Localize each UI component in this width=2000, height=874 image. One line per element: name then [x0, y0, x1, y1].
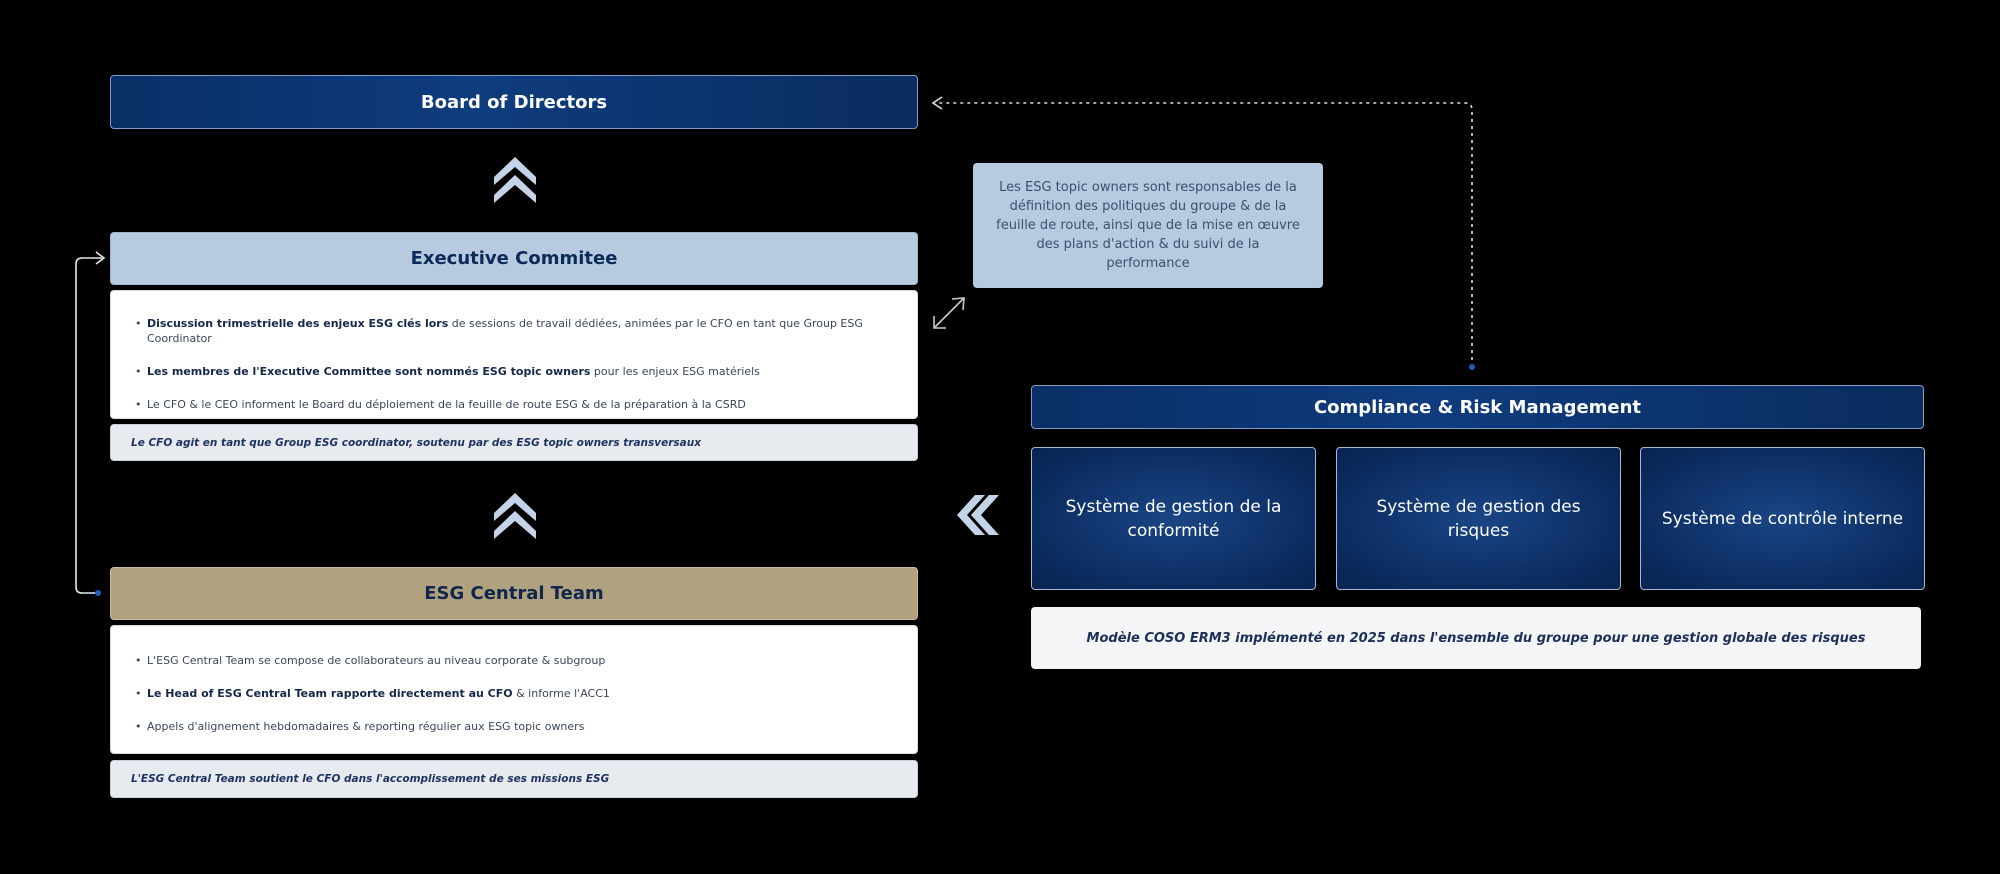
connector-dot-compliance	[1469, 364, 1475, 370]
compliance-title: Compliance & Risk Management	[1313, 396, 1642, 418]
internal-control-system-box: Système de contrôle interne	[1640, 447, 1925, 590]
executive-committee-header: Executive Commitee	[110, 232, 918, 285]
arrowhead-board	[931, 96, 943, 110]
executive-title: Executive Commitee	[410, 248, 618, 269]
exec-bullet-1: Discussion trimestrielle des enjeux ESG …	[111, 316, 917, 346]
compliance-risk-header: Compliance & Risk Management	[1031, 385, 1924, 429]
double-chevron-up-icon	[494, 157, 536, 203]
compliance-system-box: Système de gestion de la conformité	[1031, 447, 1316, 590]
board-title: Board of Directors	[420, 91, 608, 113]
diagonal-double-arrow-icon	[933, 297, 965, 329]
connector-dot-esg	[95, 590, 101, 596]
esg-bullet-1: L'ESG Central Team se compose de collabo…	[111, 653, 917, 668]
esg-team-details-panel: L'ESG Central Team se compose de collabo…	[110, 625, 918, 754]
double-chevron-up-icon	[494, 493, 536, 539]
dotted-connector-compliance-to-board	[935, 102, 1473, 367]
loop-connector-esg-to-exec	[75, 257, 102, 594]
arrowhead-exec	[95, 251, 106, 265]
esg-topic-owners-info-box: Les ESG topic owners sont responsables d…	[973, 163, 1323, 288]
double-chevron-left-icon	[957, 495, 999, 535]
esg-team-title: ESG Central Team	[424, 583, 604, 604]
coso-model-note: Modèle COSO ERM3 implémenté en 2025 dans…	[1031, 607, 1921, 669]
esg-central-team-header: ESG Central Team	[110, 567, 918, 620]
risk-system-box: Système de gestion des risques	[1336, 447, 1621, 590]
executive-note: Le CFO agit en tant que Group ESG coordi…	[110, 424, 918, 461]
exec-bullet-2: Les membres de l'Executive Committee son…	[111, 364, 917, 379]
esg-bullet-2: Le Head of ESG Central Team rapporte dir…	[111, 686, 917, 701]
executive-details-panel: Discussion trimestrielle des enjeux ESG …	[110, 290, 918, 419]
board-of-directors-header: Board of Directors	[110, 75, 918, 129]
exec-bullet-3: Le CFO & le CEO informent le Board du dé…	[111, 397, 917, 412]
esg-team-note: L'ESG Central Team soutient le CFO dans …	[110, 760, 918, 798]
esg-bullet-3: Appels d'alignement hebdomadaires & repo…	[111, 719, 917, 734]
